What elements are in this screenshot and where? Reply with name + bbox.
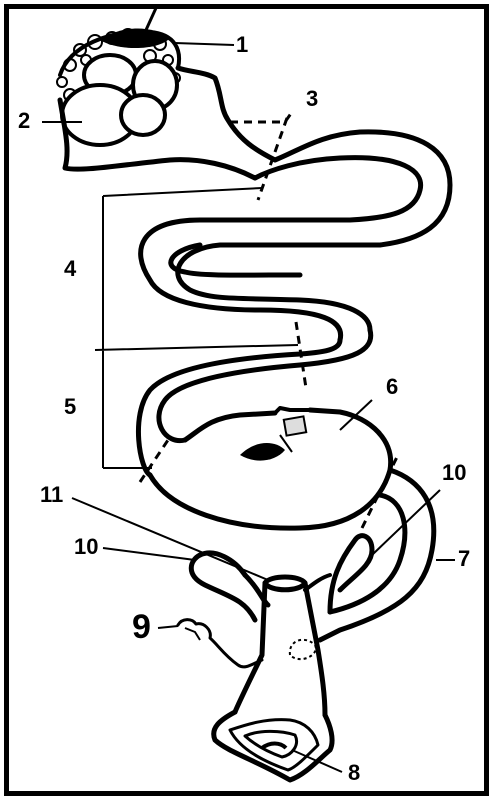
coil-loop-middle [171,245,300,275]
label-3: 3 [306,88,318,110]
dotted-oval [290,640,316,659]
stalk-right [305,583,325,715]
leader-11 [72,498,268,580]
label-8: 8 [348,762,360,784]
sac-left [191,555,255,620]
appendage-9 [178,620,262,667]
leader-10-left [103,548,195,560]
dark-crystal [240,443,285,461]
vesicle-body [150,410,391,528]
label-7: 7 [458,548,470,570]
duct-right-inner [330,495,405,612]
large-cells [62,55,177,145]
vesicle-notch [275,408,310,413]
top-duct-stub [146,8,156,30]
label-10-right: 10 [442,462,466,484]
label-2: 2 [18,110,30,132]
label-11: 11 [40,484,63,506]
coil-inner-lower [138,340,340,475]
label-9: 9 [132,610,151,644]
label-10-left: 10 [74,536,98,558]
terminal-slit [262,744,286,749]
label-4: 4 [64,258,76,280]
grating-mark [284,416,306,435]
label-1: 1 [236,34,248,56]
stalk-top [265,577,305,590]
bracket-4-5 [95,188,298,468]
label-5: 5 [64,396,76,418]
coil-return [185,413,275,440]
label-6: 6 [386,376,398,398]
leader-1 [175,43,234,45]
terminal-chamber-outer [214,712,332,780]
leader-9 [158,626,178,628]
